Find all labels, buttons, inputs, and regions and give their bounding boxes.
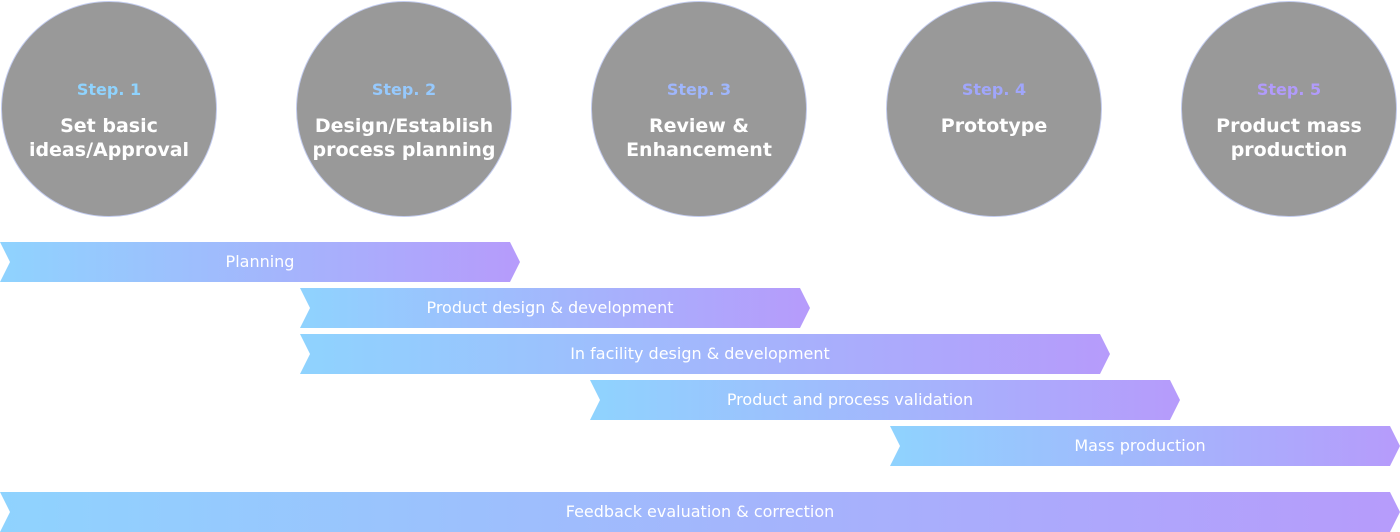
step-label: Step. 1 — [76, 80, 142, 99]
step-label: Step. 5 — [1256, 80, 1322, 99]
phase-bar-feedback — [0, 492, 1400, 532]
step-label: Step. 2 — [371, 80, 437, 99]
phase-bar-mass-production — [890, 426, 1400, 466]
step-title: Design/Establish process planning — [312, 115, 496, 161]
phase-bar-facility-design — [300, 334, 1110, 374]
step-title: Set basic ideas/Approval — [28, 115, 190, 161]
step-circle-3: Step. 3 Review & Enhancement — [591, 1, 807, 217]
phase-label-planning: Planning — [225, 252, 295, 271]
step-title: Review & Enhancement — [626, 115, 772, 161]
phase-bar-validation — [590, 380, 1180, 420]
step-circle-4: Step. 4 Prototype — [886, 1, 1102, 217]
phase-label-product-design: Product design & development — [426, 298, 674, 317]
phase-label-validation: Product and process validation — [726, 390, 974, 409]
step-circle-2: Step. 2 Design/Establish process plannin… — [296, 1, 512, 217]
step-circle-1: Step. 1 Set basic ideas/Approval — [1, 1, 217, 217]
step-label: Step. 3 — [666, 80, 732, 99]
step-title: Product mass production — [1216, 115, 1362, 161]
phase-label-mass-production: Mass production — [1074, 436, 1206, 455]
phase-bar-product-design — [300, 288, 810, 328]
step-title: Prototype — [940, 115, 1048, 137]
phase-bar-planning — [0, 242, 520, 282]
step-circle-5: Step. 5 Product mass production — [1181, 1, 1397, 217]
phase-label-feedback: Feedback evaluation & correction — [565, 502, 835, 521]
phase-label-facility-design: In facility design & development — [570, 344, 830, 363]
step-label: Step. 4 — [961, 80, 1027, 99]
